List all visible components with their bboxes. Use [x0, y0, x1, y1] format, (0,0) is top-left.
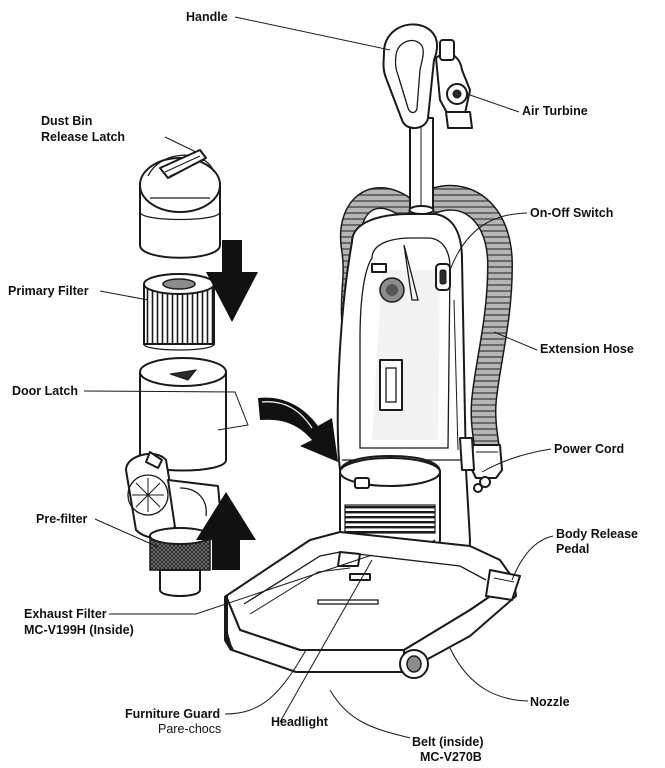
handle-tube: [408, 117, 435, 215]
label-air-turbine: Air Turbine: [522, 104, 588, 118]
label-belt-2: MC-V270B: [420, 750, 482, 764]
label-on-off-switch: On-Off Switch: [530, 206, 613, 220]
arrow-up-install: [196, 492, 256, 570]
leader-lines: [83, 16, 554, 739]
pre-filter-assembly: [125, 451, 223, 597]
nozzle-base: [224, 531, 521, 679]
label-nozzle: Nozzle: [530, 695, 570, 709]
label-furniture-guard-2: Pare-chocs: [158, 722, 221, 736]
arrow-down-install: [206, 240, 258, 322]
label-power-cord: Power Cord: [554, 442, 624, 456]
dust-bin-cylinder: [139, 357, 227, 472]
label-dust-bin-release-latch-2: Release Latch: [41, 130, 125, 144]
label-exhaust-filter-2: MC-V199H (Inside): [24, 623, 134, 637]
label-body-release-pedal-2: Pedal: [556, 542, 589, 556]
label-primary-filter: Primary Filter: [8, 284, 89, 298]
label-body-release-pedal-1: Body Release: [556, 527, 638, 541]
label-pre-filter: Pre-filter: [36, 512, 88, 526]
label-exhaust-filter-1: Exhaust Filter: [24, 607, 107, 621]
label-handle: Handle: [186, 10, 228, 24]
label-extension-hose: Extension Hose: [540, 342, 634, 356]
label-dust-bin-release-latch-1: Dust Bin: [41, 114, 92, 128]
label-door-latch: Door Latch: [12, 384, 78, 398]
arrow-insert-bin: [258, 397, 338, 462]
dust-bin-lid: [139, 149, 221, 259]
air-turbine: [435, 39, 473, 129]
primary-filter: [143, 273, 215, 351]
label-headlight: Headlight: [271, 715, 329, 729]
handle-grip: [382, 23, 439, 129]
label-belt-1: Belt (inside): [412, 735, 484, 749]
label-furniture-guard-1: Furniture Guard: [125, 707, 220, 721]
